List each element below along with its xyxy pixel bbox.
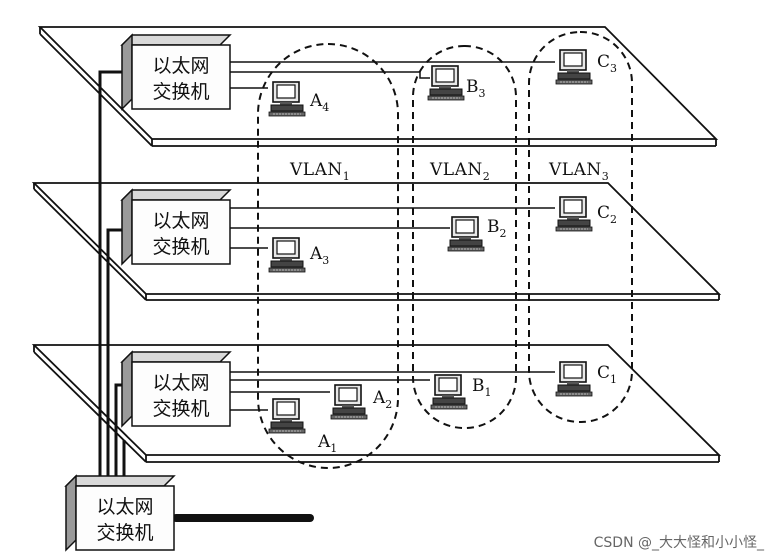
- computer-a2-icon: [330, 384, 368, 420]
- switch-middle: 以太网 交换机: [121, 189, 231, 265]
- watermark: CSDN @_大大怪和小小怪_: [593, 535, 764, 551]
- vlan3-boundary: [528, 31, 633, 423]
- switch-label-line2: 交换机: [152, 398, 209, 420]
- switch-label-line1: 以太网: [152, 210, 209, 232]
- computer-a3-icon: [268, 237, 306, 273]
- label-b2: B2: [487, 217, 507, 240]
- label-c3: C3: [597, 52, 617, 75]
- switch-label-line2: 交换机: [152, 81, 209, 103]
- label-a4: A4: [309, 91, 329, 114]
- label-c2: C2: [597, 203, 617, 226]
- lan-cables: [230, 61, 555, 411]
- label-a3: A3: [309, 244, 329, 267]
- floor-top: [37, 26, 719, 147]
- label-b3: B3: [466, 77, 486, 100]
- computer-c1-icon: [555, 361, 593, 397]
- switch-bottom: 以太网 交换机: [121, 351, 231, 427]
- computer-c3-icon: [555, 49, 593, 85]
- switch-top: 以太网 交换机: [121, 34, 231, 110]
- label-a1: A1: [317, 432, 337, 455]
- switch-label-line1: 以太网: [152, 372, 209, 394]
- computer-a4-icon: [268, 81, 306, 117]
- computer-a1-icon: [268, 398, 306, 434]
- switch-backbone: 以太网 交换机: [65, 475, 175, 551]
- switch-label-line2: 交换机: [152, 236, 209, 258]
- vlan2-boundary: [412, 45, 517, 429]
- vlan1-boundary: [257, 43, 399, 469]
- label-a2: A2: [372, 388, 392, 411]
- computer-b2-icon: [447, 216, 485, 252]
- computer-b1-icon: [430, 374, 468, 410]
- label-c1: C1: [597, 363, 617, 386]
- vlan3-label: VLAN3: [548, 160, 609, 183]
- switch-label-line1: 以太网: [96, 496, 153, 518]
- switch-label-line2: 交换机: [96, 522, 153, 544]
- computer-c2-icon: [555, 196, 593, 232]
- vlan2-label: VLAN2: [429, 160, 490, 183]
- computer-b3-icon: [427, 65, 465, 101]
- switch-label-line1: 以太网: [152, 55, 209, 77]
- vlan1-label: VLAN1: [289, 160, 350, 183]
- label-b1: B1: [472, 376, 492, 399]
